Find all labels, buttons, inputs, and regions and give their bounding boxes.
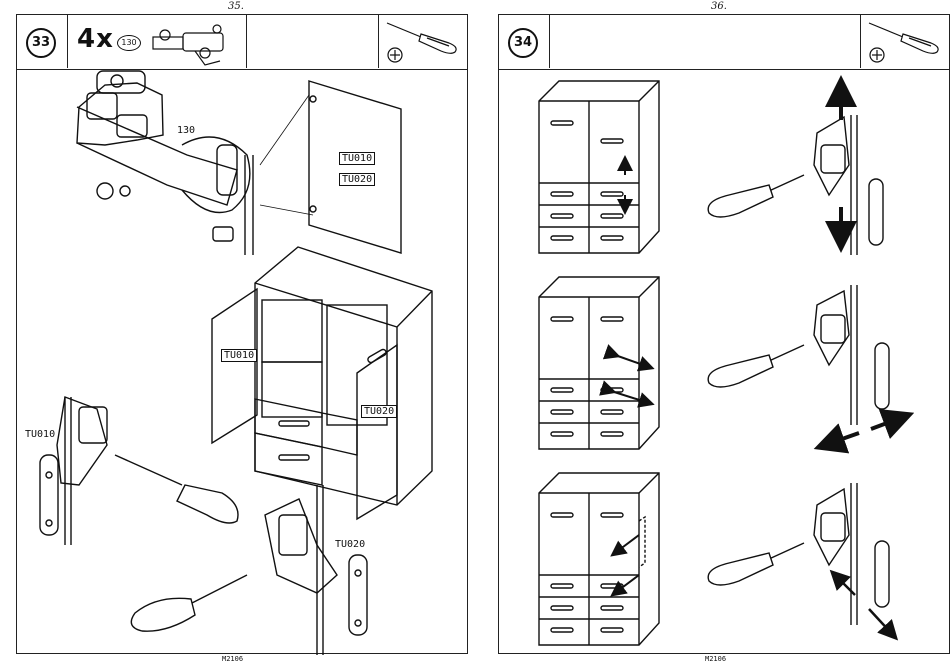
page-number-right: 36. [711, 1, 727, 12]
hinge-illustration [17, 15, 469, 655]
door-label-tu020-panel: TU020 [339, 173, 375, 186]
footer-code-left: M2106 [222, 655, 243, 663]
door-label-tu010-cabinet: TU010 [221, 349, 257, 362]
hinge-label-tu010: TU010 [25, 429, 55, 440]
hinge-part-label: 130 [177, 125, 195, 136]
page-number-left: 35. [228, 1, 244, 12]
door-label-tu010-panel: TU010 [339, 152, 375, 165]
hinge-label-tu020: TU020 [335, 539, 365, 550]
footer-code-right: M2106 [705, 655, 726, 663]
door-label-tu020-cabinet: TU020 [361, 405, 397, 418]
instruction-page-right: 34 [498, 14, 950, 654]
instruction-page-left: 33 4x 130 [16, 14, 468, 654]
adjustment-illustrations [499, 15, 950, 655]
